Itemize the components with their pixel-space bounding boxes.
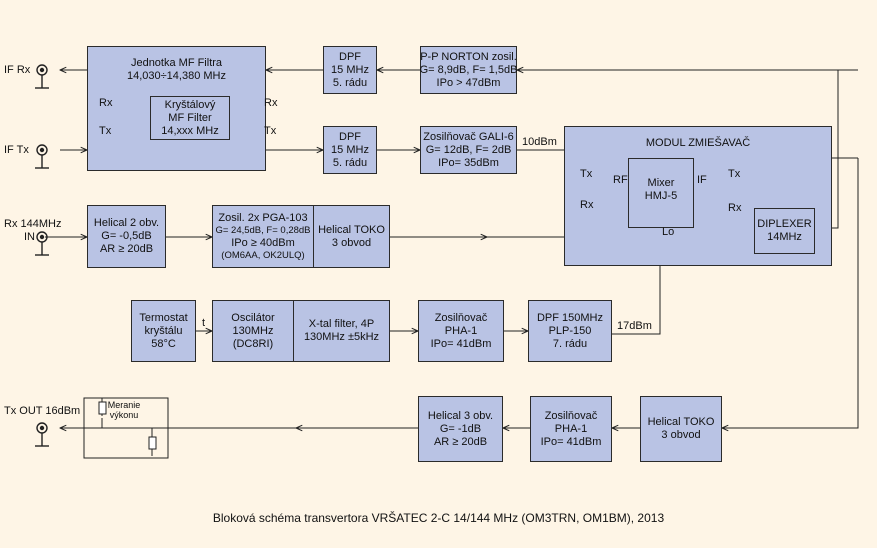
dpf2-line3: 5. rádu	[332, 156, 368, 169]
gali-line1: Zosilňovač GALI-6	[423, 130, 514, 143]
helical-toko-rx-block: Helical TOKO 3 obvod	[313, 205, 390, 268]
gali-line2: G= 12dB, F= 2dB	[425, 143, 512, 156]
dpf-15mhz-tx: DPF 15 MHz 5. rádu	[323, 126, 377, 174]
mixer-lo-port: Lo	[662, 226, 675, 238]
mf-unit-range: 14,030÷14,380 MHz	[127, 70, 226, 82]
pha1-tx-line3: IPo= 41dBm	[540, 435, 602, 448]
port-rx144: Rx 144MHz	[4, 218, 62, 230]
diagram-caption: Bloková schéma transvertora VRŠATEC 2-C …	[212, 511, 665, 525]
mixer-label-2: HMJ-5	[644, 190, 678, 202]
toko-rx-line1: Helical TOKO	[318, 223, 385, 236]
mixer-rx-right: Rx	[728, 202, 742, 214]
measure-line2: výkonu	[109, 410, 139, 420]
mf-rx-left: Rx	[99, 97, 113, 109]
mixer-if-port: IF	[697, 174, 707, 186]
pha1-lo-amplifier: Zosilňovač PHA-1 IPo= 41dBm	[418, 300, 504, 362]
dpf1-line3: 5. rádu	[332, 76, 368, 89]
level-10dbm: 10dBm	[522, 136, 557, 148]
pga-line3: IPo ≥ 40dBm	[231, 236, 295, 249]
mixer-tx-right: Tx	[728, 168, 741, 180]
port-if-tx: IF Tx	[4, 144, 29, 156]
osc-line2: 130MHz	[232, 324, 274, 337]
norton-line2: G= 8,9dB, F= 1,5dB	[419, 63, 518, 76]
diplexer-block: DIPLEXER 14MHz	[754, 208, 815, 254]
mixer-tx-left: Tx	[580, 168, 593, 180]
dpf150-line2: PLP-150	[548, 324, 592, 337]
xtal-filter-block: X-tal filter, 4P 130MHz ±5kHz	[293, 300, 390, 362]
helical3-line3: AR ≥ 20dB	[433, 435, 488, 448]
dpf2-line2: 15 MHz	[331, 143, 369, 156]
pha1-lo-line1: Zosilňovač	[434, 311, 488, 324]
helical-3-block: Helical 3 obv. G= -1dB AR ≥ 20dB	[418, 396, 503, 462]
oscillator-block: Oscilátor 130MHz (DC8RI)	[212, 300, 294, 362]
crystal-label-2: MF Filter	[168, 111, 212, 124]
dpf-15mhz-rx: DPF 15 MHz 5. rádu	[323, 46, 377, 94]
norton-line3: IPo > 47dBm	[436, 76, 501, 89]
mixer-label-1: Mixer	[647, 177, 675, 189]
dpf150-line3: 7. rádu	[552, 337, 588, 350]
crystal-filter-block: Kryštálový MF Filter 14,xxx MHz	[150, 96, 230, 140]
pha1-tx-line1: Zosilňovač	[544, 409, 598, 422]
helical-toko-tx-block: Helical TOKO 3 obvod	[640, 396, 722, 462]
xtal-line2: 130MHz ±5kHz	[303, 331, 380, 343]
level-17dbm: 17dBm	[617, 320, 652, 332]
osc-line1: Oscilátor	[231, 311, 275, 324]
dpf1-line2: 15 MHz	[331, 63, 369, 76]
port-tx-out: Tx OUT 16dBm	[4, 405, 81, 417]
osc-line3: (DC8RI)	[232, 337, 274, 350]
helical2-line3: AR ≥ 20dB	[99, 243, 154, 255]
dpf-150mhz-block: DPF 150MHz PLP-150 7. rádu	[528, 300, 612, 362]
gali-line3: IPo= 35dBm	[438, 156, 499, 169]
thermostat-line1: Termostat	[139, 311, 188, 324]
norton-amplifier: P-P NORTON zosil. G= 8,9dB, F= 1,5dB IPo…	[420, 46, 517, 94]
port-if-rx: IF Rx	[4, 64, 31, 76]
mixer-hmj5: Mixer HMJ-5	[628, 158, 694, 228]
power-measure-label: Meranie výkonu	[99, 399, 149, 421]
thermostat-line3: 58°C	[151, 337, 176, 350]
crystal-label-3: 14,xxx MHz	[161, 124, 219, 137]
mixer-rf-port: RF	[613, 174, 628, 186]
mf-unit-title: Jednotka MF Filtra	[130, 57, 223, 69]
thermostat-t-label: t	[202, 317, 206, 329]
pha1-tx-amplifier: Zosilňovač PHA-1 IPo= 41dBm	[530, 396, 612, 462]
helical2-line1: Helical 2 obv.	[93, 217, 160, 229]
pha1-lo-line2: PHA-1	[444, 324, 478, 337]
helical-2-block: Helical 2 obv. G= -0,5dB AR ≥ 20dB	[87, 205, 166, 268]
dpf1-line1: DPF	[339, 50, 361, 63]
pga-line2: G= 24,5dB, F= 0,28dB	[215, 224, 311, 236]
xtal-line1: X-tal filter, 4P	[308, 318, 375, 330]
mf-tx-left: Tx	[99, 125, 112, 137]
toko-tx-line2: 3 obvod	[661, 429, 701, 441]
pha1-tx-line2: PHA-1	[554, 422, 588, 435]
mf-tx-right: Tx	[264, 125, 277, 137]
helical3-line1: Helical 3 obv.	[427, 409, 494, 422]
pga-line4: (OM6AA, OK2ULQ)	[221, 249, 305, 261]
norton-line1: P-P NORTON zosil.	[420, 50, 517, 63]
mixer-module-title: MODUL ZMIEŠAVAČ	[645, 137, 751, 149]
toko-rx-line2: 3 obvod	[331, 236, 372, 249]
pga-line1: Zosil. 2x PGA-103	[218, 211, 308, 224]
helical2-line2: G= -0,5dB	[101, 230, 152, 242]
diplexer-label-2: 14MHz	[767, 231, 802, 243]
toko-tx-line1: Helical TOKO	[647, 416, 715, 428]
crystal-label-1: Kryštálový	[164, 98, 216, 111]
port-rx144-in: IN	[24, 231, 35, 243]
mf-rx-right: Rx	[264, 97, 278, 109]
mixer-rx-left: Rx	[580, 199, 594, 211]
thermostat-block: Termostat kryštálu 58°C	[131, 300, 196, 362]
pha1-lo-line3: IPo= 41dBm	[430, 337, 492, 350]
pga103-amplifier: Zosil. 2x PGA-103 G= 24,5dB, F= 0,28dB I…	[212, 205, 314, 268]
thermostat-line2: kryštálu	[144, 324, 183, 337]
dpf150-line1: DPF 150MHz	[536, 311, 604, 324]
dpf2-line1: DPF	[339, 130, 361, 143]
gali6-amplifier: Zosilňovač GALI-6 G= 12dB, F= 2dB IPo= 3…	[420, 126, 517, 174]
measure-line1: Meranie	[107, 400, 141, 410]
helical3-line2: G= -1dB	[439, 422, 482, 435]
diplexer-label-1: DIPLEXER	[757, 218, 812, 230]
